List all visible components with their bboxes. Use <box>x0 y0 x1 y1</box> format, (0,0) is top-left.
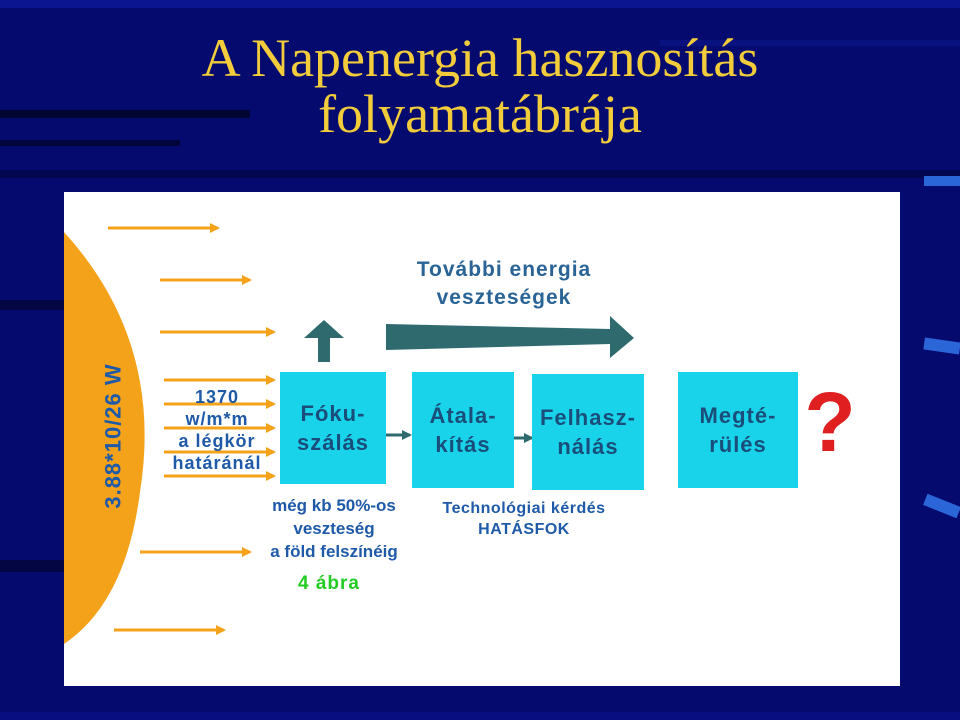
up-loss-arrow <box>304 320 344 362</box>
box-conversion-label: Átala- kítás <box>429 403 497 457</box>
sun-ray-arrows <box>108 223 276 635</box>
box-usage-label: Felhasz- nálás <box>539 405 637 459</box>
technology-question-label: Technológiai kérdés HATÁSFOK <box>442 500 606 538</box>
flow-arrows <box>108 223 634 635</box>
box-focusing: Fóku- szálás <box>280 372 386 484</box>
box-conversion: Átala- kítás <box>412 372 514 488</box>
box-return-label: Megté- rülés <box>699 403 777 457</box>
slide-title: A Napenergia hasznosítás folyamatábrája <box>0 30 960 142</box>
box-return: Megté- rülés <box>678 372 798 488</box>
long-loss-arrow <box>386 316 634 358</box>
intensity-label: 1370 w/m*m a légkör határánál <box>172 387 262 473</box>
title-line-2: folyamatábrája <box>318 84 642 144</box>
question-mark: ? <box>804 375 856 469</box>
sun-shape <box>64 232 145 644</box>
figure-label: 4 ábra <box>298 573 360 594</box>
box-focusing-label: Fóku- szálás <box>296 401 370 455</box>
further-losses-label: További energia veszteségek <box>416 258 592 309</box>
box-usage: Felhasz- nálás <box>532 374 644 490</box>
surface-loss-label: még kb 50%-os veszteség a föld felszínéi… <box>270 496 398 561</box>
title-line-1: A Napenergia hasznosítás <box>201 28 759 88</box>
diagram-panel: 3.88*10/26 W <box>64 192 900 686</box>
